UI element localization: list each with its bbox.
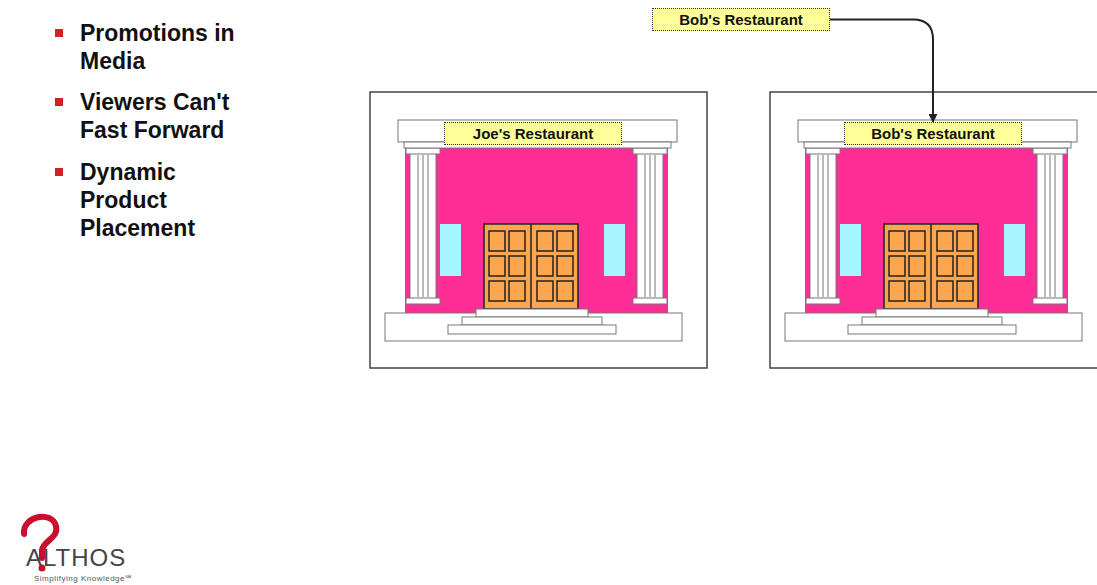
bullet-mark [55, 29, 63, 37]
building-frame [370, 92, 707, 368]
restaurant-sign: Bob's Restaurant [652, 8, 830, 31]
logo-tagline: Simplifying Knowledge℠ [34, 572, 194, 583]
sign-text: Joe's Restaurant [473, 125, 593, 142]
sign-text: Bob's Restaurant [871, 125, 995, 142]
replace-arrow [830, 20, 933, 123]
restaurant-sign: Joe's Restaurant [444, 122, 622, 145]
logo-text: ALTHOS [26, 544, 166, 572]
bullet-text: Dynamic Product Placement [80, 158, 240, 242]
building-frame [770, 92, 1097, 368]
bullet-text: Promotions in Media [80, 19, 240, 75]
bullet-text: Viewers Can't Fast Forward [80, 88, 240, 144]
sign-text: Bob's Restaurant [679, 11, 803, 28]
bullet-mark [55, 168, 63, 176]
restaurant-sign: Bob's Restaurant [844, 122, 1022, 145]
bullet-mark [55, 98, 63, 106]
